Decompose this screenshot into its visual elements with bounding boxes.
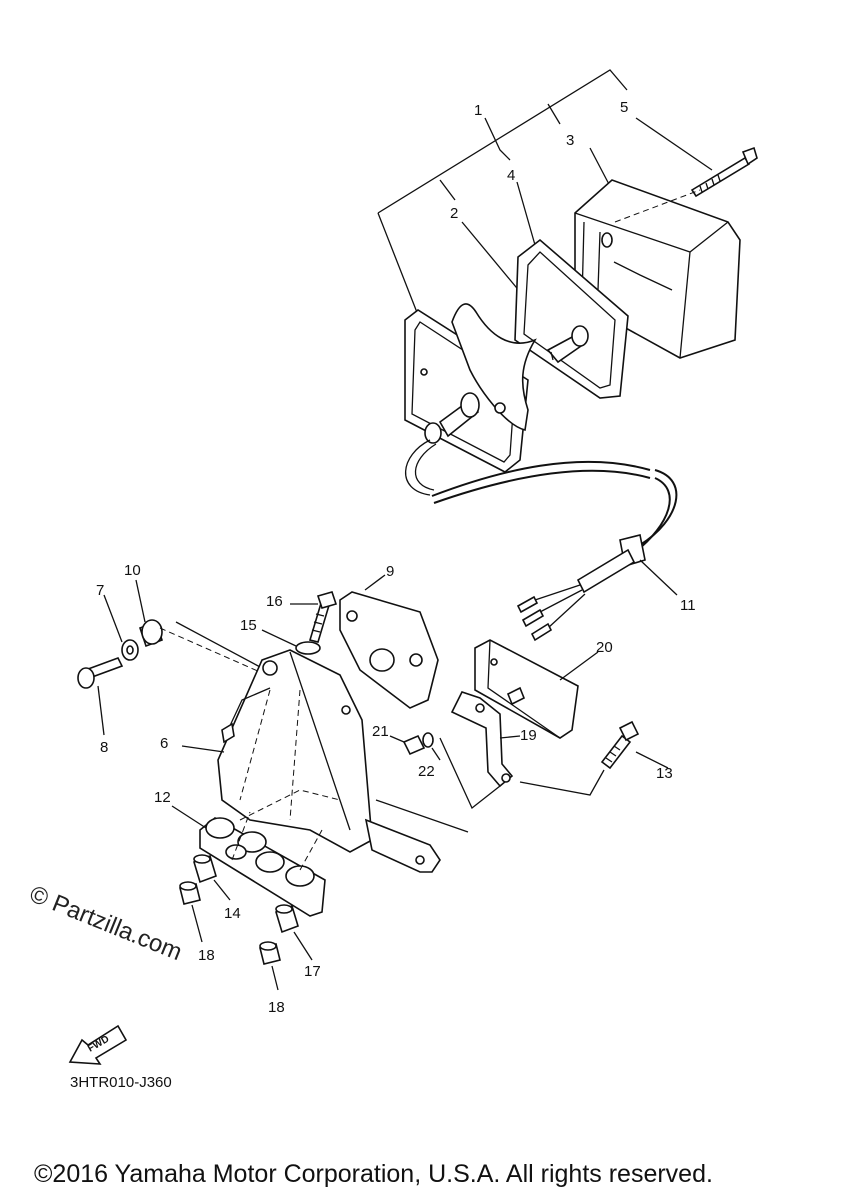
dash-line-7-10 [159,627,261,673]
collar-part-10 [135,579,164,648]
bolt-part-8 [77,657,124,736]
collar-part-14 [193,854,231,901]
label-part-1: 1 [474,102,482,119]
nut-part-18b [259,941,281,991]
label-part-6: 6 [160,735,168,752]
label-part-16: 16 [266,593,283,610]
reflector-bracket-part-19 [439,686,526,810]
bulb-part-2 [546,325,589,364]
label-part-13: 13 [656,765,673,782]
leader-lines [377,69,713,341]
lamp-housing-part-1 [404,303,537,473]
reflector-part-20 [474,639,599,739]
copyright-notice: ©2016 Yamaha Motor Corporation, U.S.A. A… [34,1160,713,1188]
label-part-5: 5 [620,99,628,116]
label-part-18a: 18 [198,947,215,964]
part-labels: 1 2 3 4 5 6 7 8 9 10 11 12 13 14 15 16 1… [96,99,696,1016]
label-part-19: 19 [520,727,537,744]
label-part-21: 21 [372,723,389,740]
washer-part-22 [422,732,441,761]
label-part-3: 3 [566,132,574,149]
label-part-12: 12 [154,789,171,806]
label-part-14: 14 [224,905,241,922]
label-part-10: 10 [124,562,141,579]
label-part-18b: 18 [268,999,285,1016]
washer-part-15 [261,629,321,655]
bolt-part-16 [290,591,338,643]
label-part-4: 4 [507,167,515,184]
label-part-11: 11 [680,597,696,614]
label-part-2: 2 [450,205,458,222]
gasket-part-4 [514,238,629,399]
label-part-7: 7 [96,582,104,599]
leader-7-10 [175,621,263,669]
light-cluster-part-12 [171,805,326,917]
watermark: © Partzilla.com [26,881,186,967]
fwd-arrow-icon: FWD [68,1024,128,1065]
grommet-part-11 [516,534,678,642]
label-part-22: 22 [418,763,435,780]
nut-part-21 [389,734,426,756]
label-part-15: 15 [240,617,257,634]
label-part-9: 9 [386,563,394,580]
nut-part-18a [179,881,203,943]
leader-6-19 [375,799,469,833]
label-part-20: 20 [596,639,613,656]
bracket-part-6 [181,649,441,873]
screw-part-5 [690,146,758,198]
diagram-code: 3HTR010-J360 [70,1074,172,1091]
label-part-8: 8 [100,739,108,756]
washer-part-7 [103,594,139,661]
label-part-17: 17 [304,963,321,980]
plate-part-9 [339,574,439,709]
collar-part-17 [275,904,313,961]
wire-harness [405,439,678,553]
bolt-part-13 [519,720,669,796]
